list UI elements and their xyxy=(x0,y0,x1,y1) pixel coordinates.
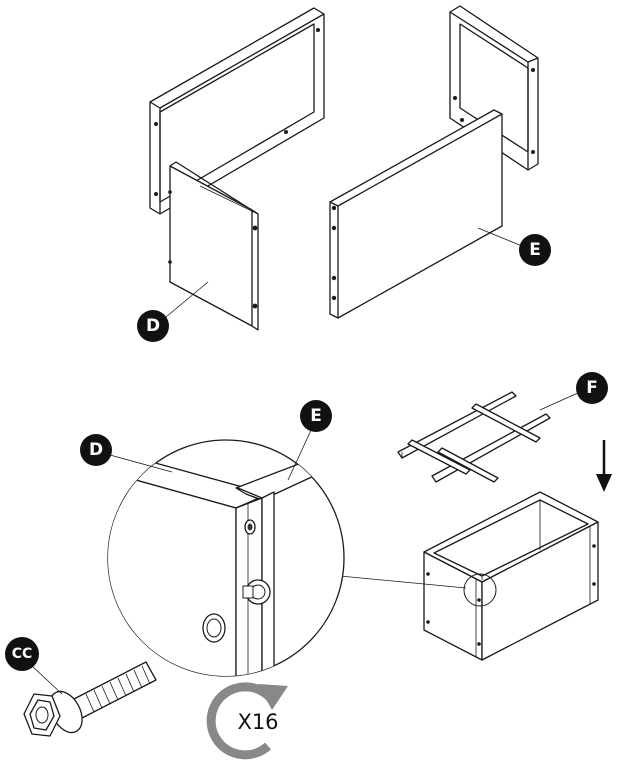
callout-d-detail: D xyxy=(80,434,112,466)
shelf-f xyxy=(397,391,551,483)
callout-cc-label: CC xyxy=(12,646,33,662)
d-detail-leader-line xyxy=(109,454,173,473)
f-leader-line xyxy=(539,391,581,411)
callout-f: F xyxy=(576,372,608,404)
panel-e xyxy=(329,109,503,319)
e-leader-line xyxy=(477,227,523,247)
panel-d xyxy=(168,161,259,331)
down-arrow-icon xyxy=(596,440,612,492)
callout-cc: CC xyxy=(5,637,39,671)
quantity-label: X16 xyxy=(237,710,278,734)
callout-e-detail: E xyxy=(300,400,332,432)
callout-e-top-label: E xyxy=(529,240,541,260)
cam-bolt-cc xyxy=(23,661,157,737)
callout-d-detail-label: D xyxy=(89,440,103,460)
assembled-box xyxy=(423,491,599,661)
callout-d-top-label: D xyxy=(146,316,160,336)
cc-leader-line xyxy=(31,665,63,695)
callout-d-top: D xyxy=(137,310,169,342)
left-side-frame xyxy=(149,7,325,215)
detail-connector-line xyxy=(339,575,467,589)
callout-e-detail-label: E xyxy=(310,406,322,426)
detail-magnifier xyxy=(107,439,345,677)
clockwise-rotate-arrow-icon xyxy=(206,682,288,760)
callout-f-label: F xyxy=(586,378,598,398)
d-leader-line xyxy=(159,281,209,323)
callout-e-top: E xyxy=(519,234,551,266)
e-detail-leader-line xyxy=(287,427,313,481)
